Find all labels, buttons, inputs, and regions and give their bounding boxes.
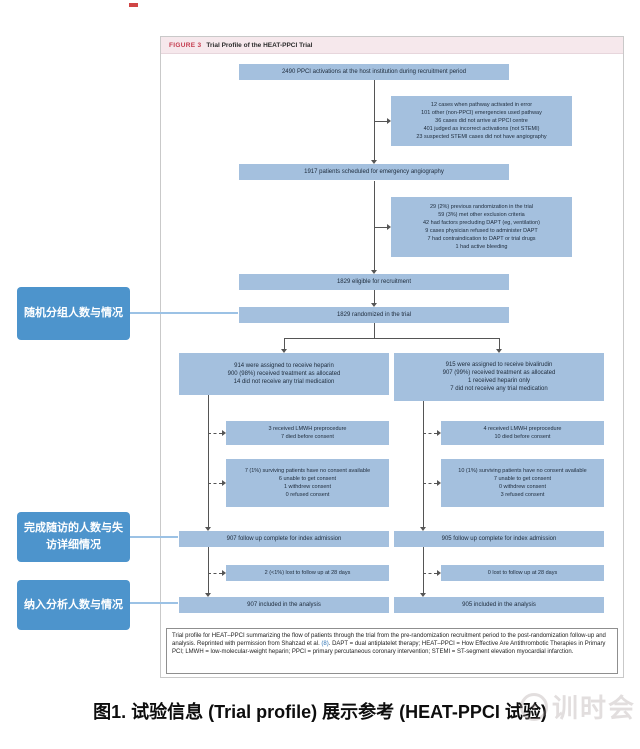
flow-connector bbox=[374, 80, 375, 160]
callout-connector bbox=[130, 312, 238, 314]
flow-connector bbox=[284, 338, 499, 339]
arrowhead-right bbox=[222, 480, 226, 486]
flow-connector bbox=[284, 338, 285, 349]
flow-connector-dashed bbox=[208, 483, 222, 484]
arrowhead-right bbox=[437, 480, 441, 486]
flow-connector bbox=[499, 338, 500, 349]
flow-connector bbox=[374, 323, 375, 338]
box-eligible: 1829 eligible for recruitment bbox=[239, 274, 509, 290]
flow-connector-dashed bbox=[208, 433, 222, 434]
box-scheduled-angiography: 1917 patients scheduled for emergency an… bbox=[239, 164, 509, 180]
flow-connector-dashed bbox=[423, 483, 437, 484]
caption-text: . DAPT = dual antiplatelet therapy; HEAT… bbox=[172, 641, 606, 655]
box-heparin-no-consent: 7 (1%) surviving patients have no consen… bbox=[226, 459, 389, 507]
arrowhead-down bbox=[281, 349, 287, 353]
arrowhead-down bbox=[205, 593, 211, 597]
callout-analysis: 纳入分析人数与情况 bbox=[17, 580, 130, 630]
caption-text: Trial profile for HEAT–PPCI summarizing … bbox=[172, 633, 606, 647]
arrowhead-right bbox=[437, 430, 441, 436]
figure-panel: FIGURE 3 Trial Profile of the HEAT-PPCI … bbox=[160, 36, 624, 678]
arrowhead-right bbox=[387, 224, 391, 230]
page-title: 图1. 试验信息 (Trial profile) 展示参考 (HEAT-PPCI… bbox=[93, 702, 547, 722]
flow-connector bbox=[374, 227, 387, 228]
box-bivalirudin-no-consent: 10 (1%) surviving patients have no conse… bbox=[441, 459, 604, 507]
box-heparin-followup: 907 follow up complete for index admissi… bbox=[179, 531, 389, 547]
figure-label: FIGURE 3 bbox=[169, 41, 202, 49]
arrowhead-down bbox=[371, 303, 377, 307]
arrowhead-right bbox=[222, 570, 226, 576]
box-bivalirudin-arm: 915 were assigned to receive bivalirudin… bbox=[394, 353, 604, 401]
flow-connector bbox=[208, 395, 209, 527]
watermark-text: 训时会 bbox=[551, 693, 636, 723]
flow-connector-dashed bbox=[423, 433, 437, 434]
callout-followup: 完成随访的人数与失访详细情况 bbox=[17, 512, 130, 562]
flow-connector-dashed bbox=[423, 573, 437, 574]
flow-connector bbox=[374, 121, 387, 122]
flow-connector bbox=[423, 547, 424, 593]
flow-connector-dashed bbox=[208, 573, 222, 574]
box-excluded-patients: 29 (2%) previous randomization in the tr… bbox=[391, 197, 572, 257]
arrowhead-right bbox=[387, 118, 391, 124]
arrowhead-down bbox=[371, 160, 377, 164]
figure-caption: Trial profile for HEAT–PPCI summarizing … bbox=[166, 628, 618, 674]
callout-randomization: 随机分组人数与情况 bbox=[17, 287, 130, 340]
flow-connector bbox=[208, 547, 209, 593]
arrowhead-down bbox=[371, 270, 377, 274]
box-excluded-activations: 12 cases when pathway activated in error… bbox=[391, 96, 572, 146]
box-activations: 2490 PPCI activations at the host instit… bbox=[239, 64, 509, 80]
box-bivalirudin-analyzed: 905 included in the analysis bbox=[394, 597, 604, 613]
red-artifact-mark bbox=[129, 3, 138, 7]
callout-connector bbox=[130, 602, 178, 604]
flow-connector bbox=[423, 401, 424, 527]
arrowhead-down bbox=[420, 593, 426, 597]
box-heparin-analyzed: 907 included in the analysis bbox=[179, 597, 389, 613]
arrowhead-down bbox=[205, 527, 211, 531]
flow-connector bbox=[374, 181, 375, 270]
box-bivalirudin-followup: 905 follow up complete for index admissi… bbox=[394, 531, 604, 547]
box-bivalirudin-lmwh: 4 received LMWH preprocedure 10 died bef… bbox=[441, 421, 604, 445]
box-heparin-lmwh: 3 received LMWH preprocedure 7 died befo… bbox=[226, 421, 389, 445]
figure-header: FIGURE 3 Trial Profile of the HEAT-PPCI … bbox=[161, 37, 623, 54]
watermark: ✦ 训时会 bbox=[519, 688, 636, 725]
caption-reference-link[interactable]: (8) bbox=[321, 641, 329, 647]
box-heparin-lost-followup: 2 (<1%) lost to follow up at 28 days bbox=[226, 565, 389, 581]
arrowhead-right bbox=[222, 430, 226, 436]
callout-connector bbox=[130, 536, 178, 538]
box-bivalirudin-lost-followup: 0 lost to follow up at 28 days bbox=[441, 565, 604, 581]
arrowhead-down bbox=[496, 349, 502, 353]
watermark-logo-icon: ✦ bbox=[519, 692, 548, 721]
arrowhead-down bbox=[420, 527, 426, 531]
box-randomized: 1829 randomized in the trial bbox=[239, 307, 509, 323]
arrowhead-right bbox=[437, 570, 441, 576]
figure-title: Trial Profile of the HEAT-PPCI Trial bbox=[206, 41, 313, 49]
flow-connector bbox=[374, 290, 375, 303]
box-heparin-arm: 914 were assigned to receive heparin 900… bbox=[179, 353, 389, 395]
